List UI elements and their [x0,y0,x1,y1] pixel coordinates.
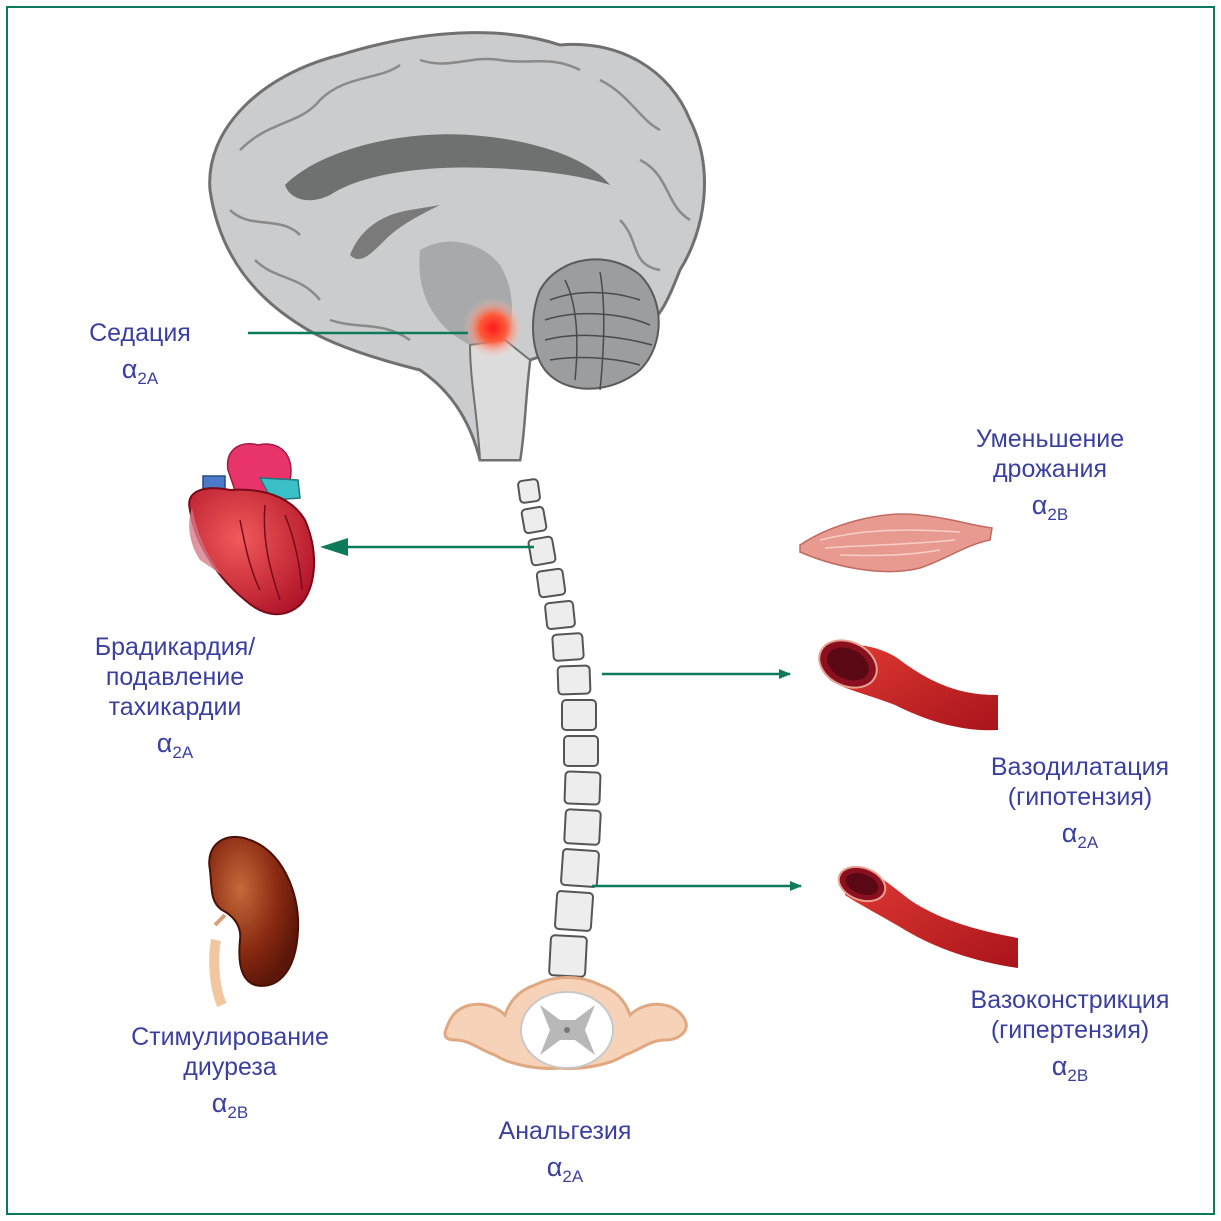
label-bradycardia: Брадикардия/ подавление тахикардии α2A [70,632,280,768]
label-line: Уменьшение [960,424,1140,454]
receptor-subtype: α2B [1032,490,1068,530]
label-line: Стимулирование [105,1022,355,1052]
receptor-subtype: α2A [547,1152,583,1192]
cerebellum-icon [533,259,659,390]
label-line: тахикардии [70,692,280,722]
blood-vessel-constriction-icon [834,861,1018,968]
label-line: дрожания [960,454,1140,484]
label-line: Седация [85,318,195,348]
label-line: (гипотензия) [960,782,1200,812]
label-tremor: Уменьшение дрожания α2B [960,424,1140,530]
label-line: подавление [70,662,280,692]
brain-icon [210,33,705,460]
locus-coeruleus-highlight [463,298,523,358]
label-diuresis: Стимулирование диуреза α2B [105,1022,355,1128]
label-line: диуреза [105,1052,355,1082]
heart-icon [189,444,314,614]
receptor-subtype: α2A [1062,818,1098,858]
label-line: Анальгезия [470,1116,660,1146]
receptor-subtype: α2A [157,728,193,768]
label-analgesia: Анальгезия α2A [470,1116,660,1192]
label-line: Вазоконстрикция [940,985,1200,1015]
receptor-subtype: α2A [122,354,158,394]
kidney-icon [209,837,298,1005]
receptor-subtype: α2B [212,1088,248,1128]
label-vasoconstriction: Вазоконстрикция (гипертензия) α2B [940,985,1200,1091]
label-vasodilation: Вазодилатация (гипотензия) α2A [960,752,1200,858]
label-line: Брадикардия/ [70,632,280,662]
label-line: Вазодилатация [960,752,1200,782]
label-sedation: Седация α2A [85,318,195,394]
spinal-cord-icon [445,978,686,1069]
spine-icon [518,479,601,977]
receptor-subtype: α2B [1052,1051,1088,1091]
blood-vessel-dilation-icon [812,631,998,730]
label-line: (гипертензия) [940,1015,1200,1045]
